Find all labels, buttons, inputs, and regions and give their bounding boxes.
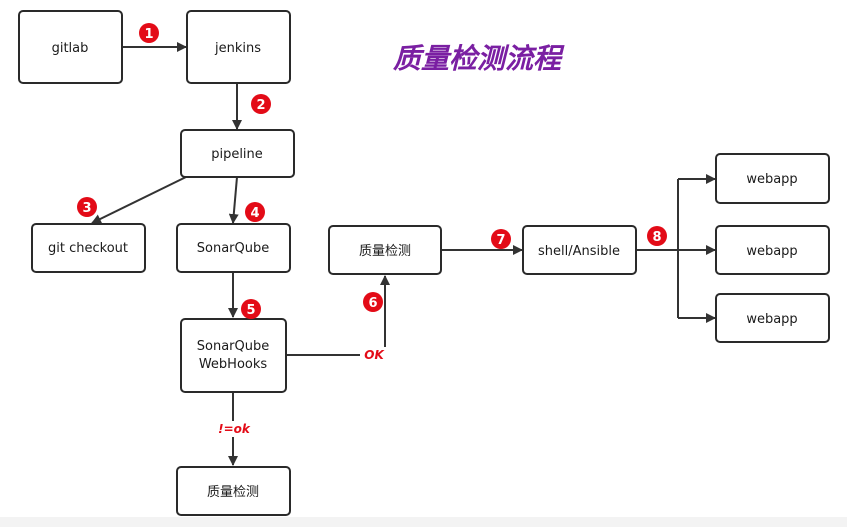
step-badge-4-number: 4 (250, 206, 259, 221)
node-shell-ansible: shell/Ansible (522, 225, 637, 275)
node-git-checkout-label: git checkout (48, 241, 128, 256)
node-quality-check-bottom-label: 质量检测 (207, 485, 259, 500)
node-webapp-2-label: webapp (746, 244, 797, 259)
edge-label-not-ok: !=ok (218, 422, 251, 436)
node-sonarqube-label: SonarQube (197, 241, 269, 256)
not-ok-label-background (214, 421, 254, 437)
step-badge-6: 6 (363, 292, 383, 312)
edge-pipeline-git-checkout (91, 176, 187, 224)
edge-pipeline-sonarqube (228, 176, 239, 224)
bottom-strip (0, 517, 847, 527)
node-webapp-3-label: webapp (746, 312, 797, 327)
node-webhooks-label-line2: WebHooks (199, 357, 268, 372)
node-shell-ansible-label: shell/Ansible (538, 244, 620, 259)
node-sonarqube: SonarQube (176, 223, 291, 273)
edge-webhooks-quality-check-mid (286, 275, 390, 356)
node-sonarqube-webhooks: SonarQube WebHooks (180, 318, 287, 393)
step-badge-4: 4 (245, 202, 265, 222)
node-webapp-1: webapp (715, 153, 830, 204)
node-gitlab: gitlab (18, 10, 123, 84)
edge-label-ok: OK (364, 348, 385, 362)
node-quality-check-mid-label: 质量检测 (359, 244, 411, 259)
step-badge-5-number: 5 (246, 303, 255, 318)
step-badge-8-number: 8 (652, 230, 661, 245)
node-jenkins: jenkins (186, 10, 291, 84)
node-webapp-1-label: webapp (746, 172, 797, 187)
node-quality-check-mid: 质量检测 (328, 225, 442, 275)
step-badge-7: 7 (491, 229, 511, 249)
step-badge-2: 2 (251, 94, 271, 114)
diagram-title: 质量检测流程 (392, 42, 565, 75)
node-pipeline: pipeline (180, 129, 295, 178)
node-jenkins-label: jenkins (214, 41, 261, 56)
step-badge-7-number: 7 (496, 233, 505, 248)
step-badge-8: 8 (647, 226, 667, 246)
step-badge-6-number: 6 (368, 296, 377, 311)
node-gitlab-label: gitlab (52, 41, 89, 56)
node-pipeline-label: pipeline (211, 147, 263, 162)
step-badge-1: 1 (139, 23, 159, 43)
node-webapp-3: webapp (715, 293, 830, 343)
step-badge-1-number: 1 (144, 27, 153, 42)
node-webapp-2: webapp (715, 225, 830, 275)
step-badge-2-number: 2 (256, 98, 265, 113)
step-badge-3-number: 3 (82, 201, 91, 216)
node-git-checkout: git checkout (31, 223, 146, 273)
step-badge-3: 3 (77, 197, 97, 217)
step-badge-5: 5 (241, 299, 261, 319)
node-quality-check-bottom: 质量检测 (176, 466, 291, 516)
ok-label-background (360, 347, 388, 362)
node-webhooks-label-line1: SonarQube (197, 339, 269, 354)
